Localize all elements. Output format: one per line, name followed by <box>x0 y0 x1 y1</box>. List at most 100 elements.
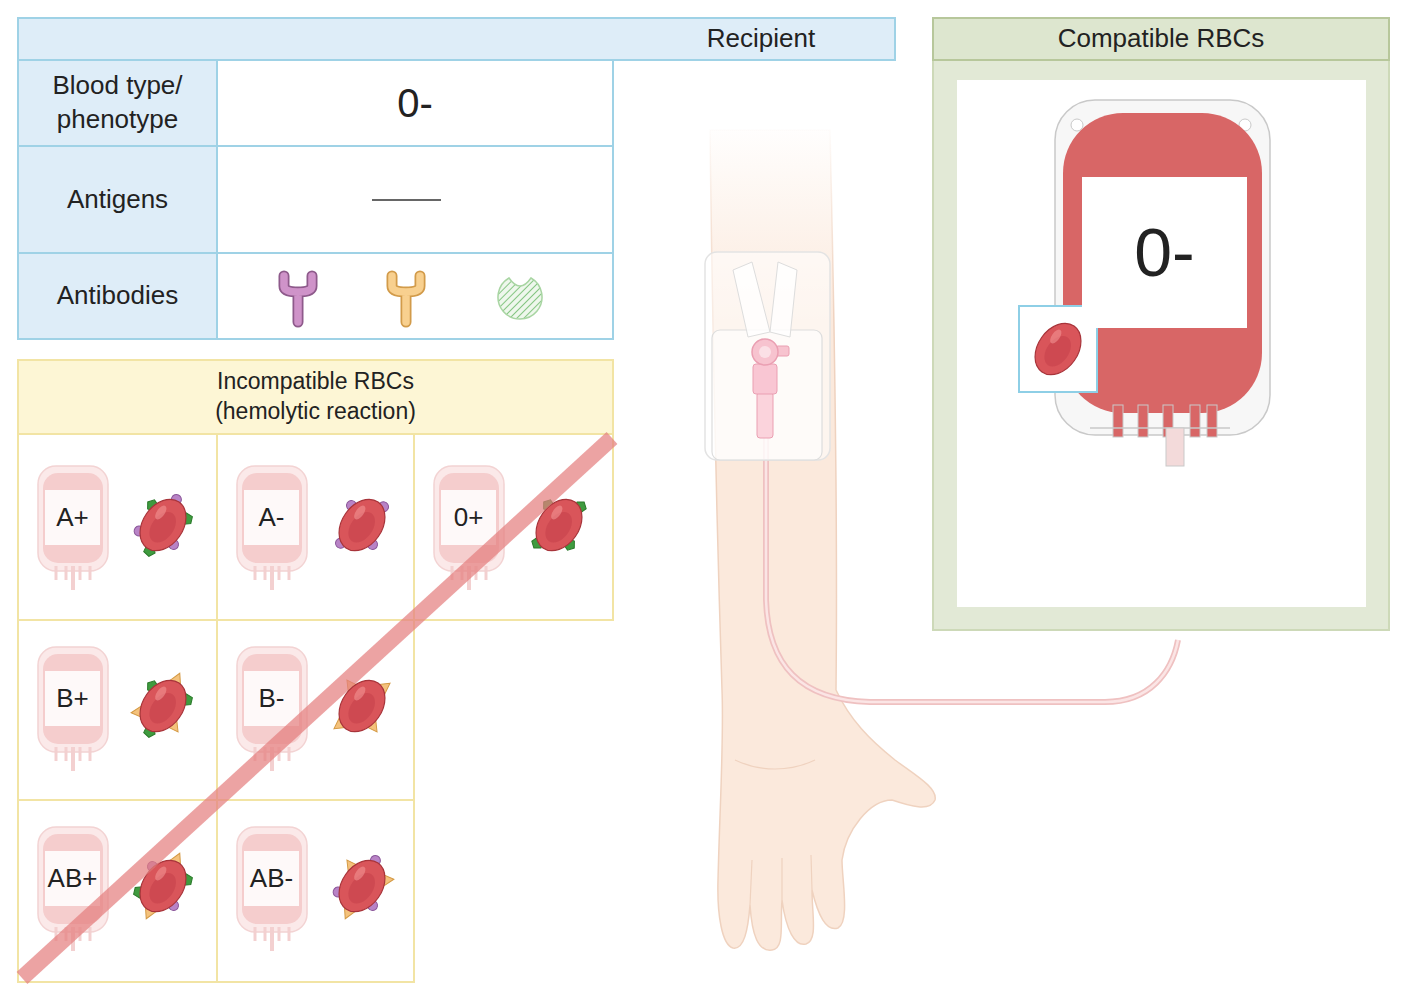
compatible-body <box>933 60 1389 630</box>
cell-body <box>527 491 592 560</box>
bag-outline <box>38 647 108 752</box>
iv-dressing <box>705 252 830 460</box>
text-area: B+ <box>45 671 100 726</box>
iv-dressing-inner <box>712 330 822 460</box>
no-antigen-dash <box>372 199 441 201</box>
compatible-header <box>933 18 1389 60</box>
red-blood-cell <box>120 840 206 931</box>
cell-shine <box>153 865 169 883</box>
catheter-port <box>752 339 778 365</box>
text-area: AB- <box>244 851 299 906</box>
grid-cell <box>217 800 414 982</box>
bag-type-text: B- <box>259 682 285 716</box>
table-outline <box>18 60 613 339</box>
bag-outline <box>237 466 307 571</box>
panel-heading: Compatible RBCs <box>1058 22 1265 56</box>
antibody-icon <box>392 276 420 322</box>
bag-outlet <box>270 747 274 771</box>
cell-shine <box>549 504 565 522</box>
table-rule <box>18 252 613 254</box>
bag-outlet <box>270 566 274 590</box>
text-area: 0+ <box>441 490 496 545</box>
bag-port <box>65 566 68 580</box>
grid-cell <box>18 434 217 620</box>
bag-outlet <box>71 566 75 590</box>
bag-label-large: 0- <box>1082 177 1247 328</box>
bag-outline <box>237 827 307 932</box>
bag-label: 0+ <box>441 490 496 545</box>
cross-out-line <box>22 438 612 978</box>
bag-outlet <box>1166 428 1184 466</box>
bag-label: AB+ <box>45 851 100 906</box>
bag-port <box>55 927 58 941</box>
bag-port <box>89 927 92 941</box>
red-blood-cell <box>316 841 403 932</box>
bag-type-text: B+ <box>56 682 89 716</box>
bag-port <box>485 566 488 580</box>
tape-strip <box>770 262 797 337</box>
antibody-fill <box>284 276 312 322</box>
cell-body <box>330 672 395 741</box>
antibody-outline <box>392 276 420 322</box>
text-area: 0- <box>1082 177 1247 328</box>
blood-bag-icon <box>237 827 307 951</box>
row-header: Antibodies <box>18 253 217 339</box>
blood-bag-icon <box>38 647 108 771</box>
bag-port <box>79 566 82 580</box>
bag-type-text: A- <box>259 501 285 535</box>
finger-line <box>811 855 812 890</box>
table-rule <box>216 60 218 339</box>
bag-outline <box>237 647 307 752</box>
cell-shine <box>352 504 368 522</box>
blood-bag-icon <box>434 466 504 590</box>
blood-bag-icon <box>38 827 108 951</box>
bag-type-text: AB- <box>250 862 293 896</box>
bag-contents <box>43 834 103 924</box>
compatible-inner <box>957 80 1366 607</box>
text-area: AB+ <box>45 851 100 906</box>
bag-port <box>475 566 478 580</box>
text-area: A+ <box>45 490 100 545</box>
incompatible-header <box>18 360 613 434</box>
bag-port <box>288 566 291 580</box>
bag-port <box>254 566 257 580</box>
bag-frame <box>1090 427 1230 429</box>
table-rule <box>18 145 613 147</box>
bag-type-text: 0+ <box>454 501 484 535</box>
catheter-hub-lower <box>757 392 773 438</box>
bag-port <box>278 566 281 580</box>
grid-cell <box>18 800 217 982</box>
bag-port <box>65 927 68 941</box>
bag-port <box>55 566 58 580</box>
text-area: B- <box>244 671 299 726</box>
bag-port <box>264 566 267 580</box>
bag-port <box>254 927 257 941</box>
cell-body <box>330 491 395 560</box>
antibody-icon <box>284 276 312 322</box>
recipient-band <box>18 18 895 60</box>
bag-label: AB- <box>244 851 299 906</box>
table-header-column <box>18 60 217 339</box>
bag-contents <box>43 654 103 744</box>
antibody-outline <box>284 276 312 322</box>
red-blood-cell <box>321 482 402 567</box>
row-header: Antigens <box>18 146 217 253</box>
bag-label: A+ <box>45 490 100 545</box>
panel-heading: Incompatible RBCs (hemolytic reaction) <box>203 367 428 427</box>
text-area: Compatible RBCs <box>933 18 1389 60</box>
anti-d-antibody-icon <box>498 278 542 319</box>
cell-shine <box>1048 328 1064 346</box>
catheter-hub <box>753 364 777 394</box>
blood-bag-icon <box>237 647 307 771</box>
catheter-port-inner <box>759 346 771 358</box>
bag-port <box>461 566 464 580</box>
finger-line <box>781 858 782 900</box>
bag-label: B+ <box>45 671 100 726</box>
bag-port <box>1207 405 1217 437</box>
bag-outlet <box>71 747 75 771</box>
bag-port <box>264 927 267 941</box>
cell-body <box>330 852 395 921</box>
